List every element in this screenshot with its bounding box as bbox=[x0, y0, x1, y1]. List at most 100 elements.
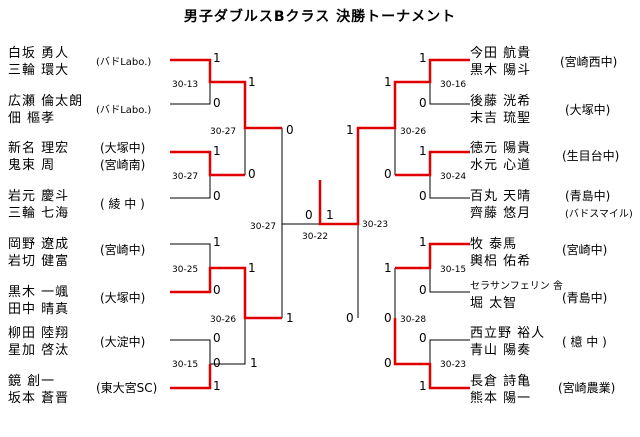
result-mark: 1 bbox=[213, 379, 221, 393]
left-team: (大塚中) bbox=[100, 141, 146, 155]
result-mark: 1 bbox=[384, 75, 392, 89]
right-player: 百丸 天晴 bbox=[470, 189, 532, 204]
right-player: 徳元 陽貴 bbox=[470, 141, 532, 156]
left-player: 坂本 蒼晋 bbox=[8, 391, 70, 406]
right-player: 今田 航貴 bbox=[470, 46, 532, 61]
left-player: 星加 啓汰 bbox=[8, 343, 70, 358]
result-mark: 0 bbox=[213, 189, 221, 203]
page-title: 男子ダブルスBクラス 決勝トーナメント bbox=[183, 9, 457, 25]
result-mark: 1 bbox=[419, 235, 427, 249]
match-score: 30-26 bbox=[210, 315, 237, 325]
right-player: 輿梠 佑希 bbox=[470, 254, 532, 269]
left-team: (宮崎中) bbox=[100, 243, 146, 257]
match-score: 30-27 bbox=[172, 172, 199, 182]
left-team: ( 綾 中 ) bbox=[100, 197, 145, 211]
match-score: 30-27 bbox=[250, 222, 277, 232]
result-mark: 0 bbox=[286, 123, 294, 137]
match-score: 30-13 bbox=[172, 80, 199, 90]
left-team: (大塚中) bbox=[100, 291, 146, 305]
left-player: 鬼束 周 bbox=[8, 158, 56, 173]
result-mark: 1 bbox=[419, 379, 427, 393]
result-mark: 1 bbox=[326, 208, 334, 222]
result-mark: 1 bbox=[213, 235, 221, 249]
left-player: 田中 晴真 bbox=[8, 302, 70, 317]
right-player: 後藤 洸希 bbox=[470, 94, 532, 109]
result-mark: 1 bbox=[213, 144, 221, 158]
match-score: 30-15 bbox=[172, 360, 199, 370]
result-mark: 1 bbox=[248, 75, 256, 89]
match-score: 30-28 bbox=[400, 315, 427, 325]
left-player: 佃 樞孝 bbox=[8, 111, 56, 126]
right-player: 末吉 琉聖 bbox=[470, 111, 532, 126]
left-player: 岩切 健富 bbox=[8, 254, 70, 269]
match-score: 30-26 bbox=[400, 127, 427, 137]
left-player: 広瀬 倫太朗 bbox=[8, 94, 84, 109]
right-player: 水元 心道 bbox=[470, 158, 532, 173]
match-score: 30-23 bbox=[362, 220, 389, 230]
result-mark: 1 bbox=[419, 144, 427, 158]
left-player: 黒木 一颯 bbox=[8, 285, 70, 300]
right-player: セラサンフェリン 舎 bbox=[470, 281, 563, 292]
match-score: 30-27 bbox=[210, 127, 237, 137]
right-team: ( 檍 中 ) bbox=[562, 335, 607, 349]
left-team: (バドLabo.) bbox=[96, 57, 152, 68]
right-team: (青島中) bbox=[562, 291, 608, 305]
match-score: 30-22 bbox=[302, 232, 329, 242]
left-player: 岡野 遼成 bbox=[8, 237, 70, 252]
left-player: 新名 理宏 bbox=[8, 141, 70, 156]
result-mark: 0 bbox=[213, 283, 221, 297]
match-score: 30-24 bbox=[440, 172, 467, 182]
left-player: 三輪 七海 bbox=[8, 206, 70, 221]
result-mark: 1 bbox=[250, 356, 258, 370]
result-mark: 0 bbox=[213, 96, 221, 110]
result-mark: 0 bbox=[419, 189, 427, 203]
left-player: 柳田 陸翔 bbox=[8, 326, 70, 341]
match-score: 30-23 bbox=[440, 360, 467, 370]
left-player: 三輪 環大 bbox=[8, 63, 70, 78]
right-player: 牧 泰馬 bbox=[470, 237, 518, 252]
match-score: 30-15 bbox=[440, 265, 467, 275]
result-mark: 0 bbox=[419, 331, 427, 345]
right-team: (宮崎西中) bbox=[560, 55, 618, 69]
result-mark: 0 bbox=[248, 167, 256, 181]
right-team: (バドスマイル) bbox=[565, 209, 633, 220]
result-mark: 1 bbox=[419, 51, 427, 65]
result-mark: 0 bbox=[384, 311, 392, 325]
right-team: (青島中) bbox=[565, 189, 611, 203]
right-player: 齊藤 悠月 bbox=[470, 206, 532, 221]
result-mark: 0 bbox=[213, 356, 221, 370]
result-mark: 0 bbox=[384, 356, 392, 370]
left-player: 岩元 慶斗 bbox=[8, 189, 70, 204]
result-mark: 0 bbox=[305, 208, 313, 222]
right-player: 黒木 陽斗 bbox=[470, 63, 532, 78]
right-player: 青山 陽奏 bbox=[470, 343, 532, 358]
left-team: (宮崎南) bbox=[100, 158, 146, 172]
right-team: (大塚中) bbox=[565, 103, 611, 117]
result-mark: 0 bbox=[213, 331, 221, 345]
result-mark: 0 bbox=[419, 283, 427, 297]
result-mark: 1 bbox=[248, 261, 256, 275]
bracket-winner-lines bbox=[170, 58, 470, 390]
result-mark: 1 bbox=[213, 51, 221, 65]
result-mark: 1 bbox=[346, 123, 354, 137]
right-team: (宮崎中) bbox=[562, 243, 608, 257]
left-team: (大淀中) bbox=[100, 335, 146, 349]
match-score: 30-25 bbox=[172, 265, 199, 275]
right-player: 堀 太智 bbox=[470, 296, 518, 311]
result-mark: 1 bbox=[286, 311, 294, 325]
right-player: 西立野 裕人 bbox=[470, 326, 546, 341]
match-score: 30-16 bbox=[440, 80, 467, 90]
result-mark: 1 bbox=[384, 261, 392, 275]
right-player: 熊本 陽一 bbox=[470, 391, 532, 406]
left-player: 白坂 勇人 bbox=[8, 46, 70, 61]
left-team: (バドLabo.) bbox=[96, 105, 152, 116]
left-player: 鏡 創一 bbox=[8, 374, 56, 389]
result-mark: 0 bbox=[384, 167, 392, 181]
right-team: (宮崎農業) bbox=[558, 381, 616, 395]
right-player: 長倉 詩亀 bbox=[470, 374, 532, 389]
right-team: (生目台中) bbox=[562, 149, 620, 163]
result-mark: 0 bbox=[419, 96, 427, 110]
result-mark: 0 bbox=[346, 311, 354, 325]
left-team: (東大宮SC) bbox=[96, 381, 158, 395]
